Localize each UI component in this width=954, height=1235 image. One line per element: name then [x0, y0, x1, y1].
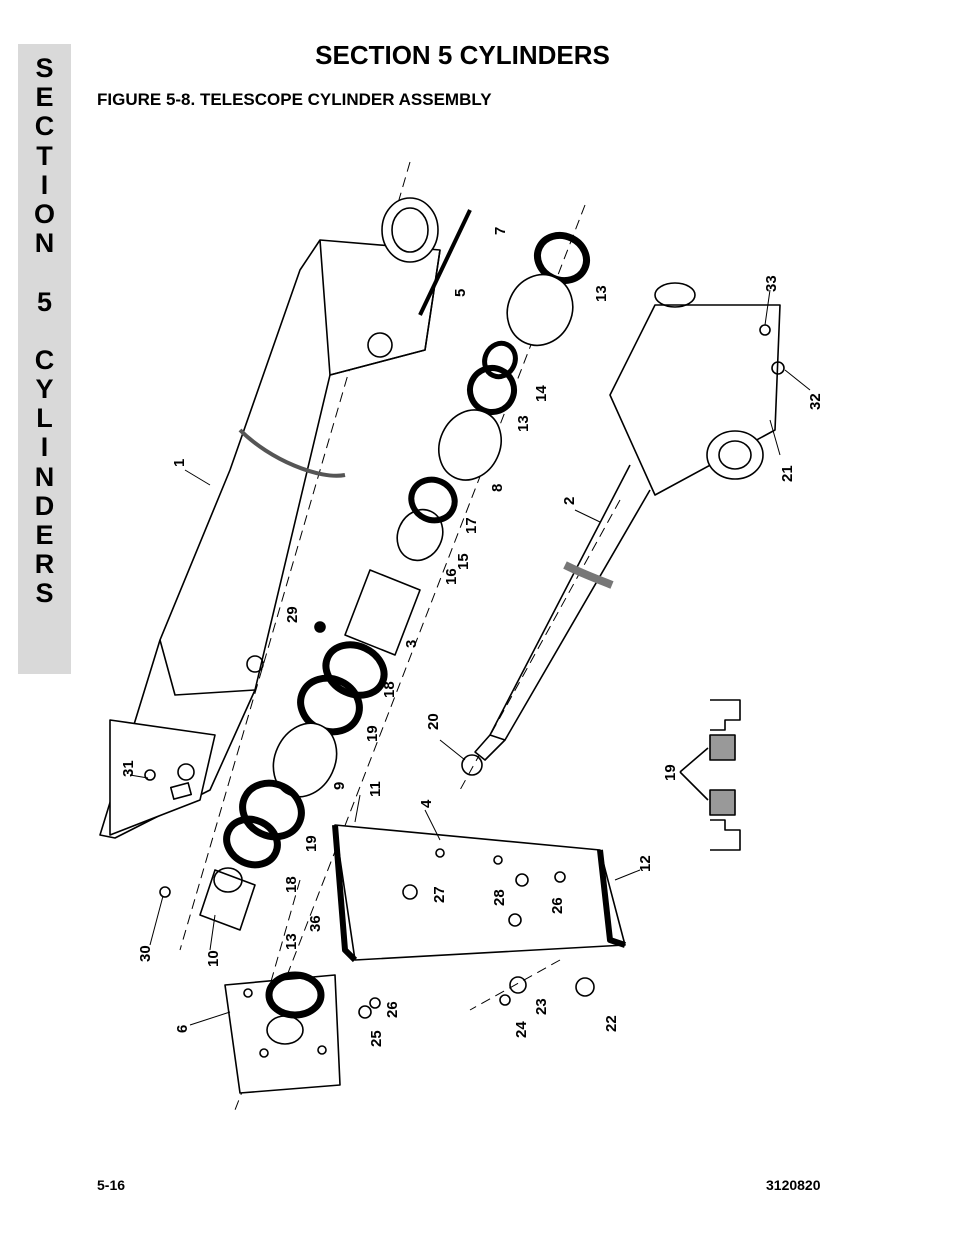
callout-8: 8: [489, 484, 506, 492]
seals-and-rings: [144, 231, 590, 931]
section-side-tab: S E C T I O N 5 C Y L I N D E R S: [18, 44, 71, 674]
callout-18b: 18: [283, 876, 300, 893]
section-title: SECTION 5 CYLINDERS: [315, 40, 610, 70]
callout-36: 36: [307, 915, 324, 932]
callout-31: 31: [120, 760, 137, 777]
figure-title: FIGURE 5-8. TELESCOPE CYLINDER ASSEMBLY: [97, 90, 492, 109]
callout-17: 17: [463, 517, 480, 534]
tie-rod-part-5: [418, 209, 472, 316]
callout-30: 30: [137, 945, 154, 962]
rod-part-2: [461, 282, 785, 776]
callout-13b: 13: [515, 415, 532, 432]
callout-3: 3: [403, 640, 420, 648]
wear-pad-part-4: [332, 824, 626, 1019]
callout-14: 14: [533, 385, 550, 402]
callout-26b: 26: [549, 897, 566, 914]
callout-1: 1: [171, 459, 188, 467]
callout-9: 9: [331, 782, 348, 790]
end-block-part-6: [224, 971, 341, 1094]
callout-4: 4: [418, 799, 435, 808]
callout-12: 12: [637, 855, 654, 872]
callout-13a: 13: [593, 285, 610, 302]
callout-15: 15: [455, 553, 472, 570]
callout-18a: 18: [381, 681, 398, 698]
callout-13c: 13: [283, 933, 300, 950]
callout-25: 25: [368, 1030, 385, 1047]
callout-16: 16: [443, 568, 460, 585]
callout-7: 7: [492, 227, 509, 235]
callout-2: 2: [561, 497, 578, 505]
callout-24: 24: [513, 1021, 530, 1038]
callout-28: 28: [491, 889, 508, 906]
callout-20: 20: [425, 713, 442, 730]
callout-26a: 26: [384, 1001, 401, 1018]
callout-19a: 19: [364, 725, 381, 742]
callout-19c: 19: [662, 764, 679, 781]
page-number: 5-16: [97, 1177, 126, 1193]
callout-10: 10: [205, 950, 222, 967]
callout-32: 32: [807, 393, 824, 410]
callout-22: 22: [603, 1015, 620, 1032]
seal-cross-section-detail: [679, 699, 741, 851]
side-tab-letters: S E C T I O N 5 C Y L I N D E R S: [33, 53, 55, 609]
callout-5: 5: [452, 289, 469, 297]
callout-19b: 19: [303, 835, 320, 852]
document-number: 3120820: [766, 1177, 821, 1193]
callout-11: 11: [367, 781, 384, 797]
callout-29: 29: [284, 606, 301, 623]
callout-6: 6: [174, 1025, 191, 1033]
callout-23: 23: [533, 998, 550, 1015]
callout-33: 33: [763, 275, 780, 292]
callout-21: 21: [779, 465, 796, 482]
barrel-part-1: [99, 197, 441, 839]
callout-27: 27: [431, 886, 448, 903]
callout-labels: 1 2 3 4 5 6 7 8 9 10 11 12 13 13 13 14 1…: [120, 227, 824, 1047]
